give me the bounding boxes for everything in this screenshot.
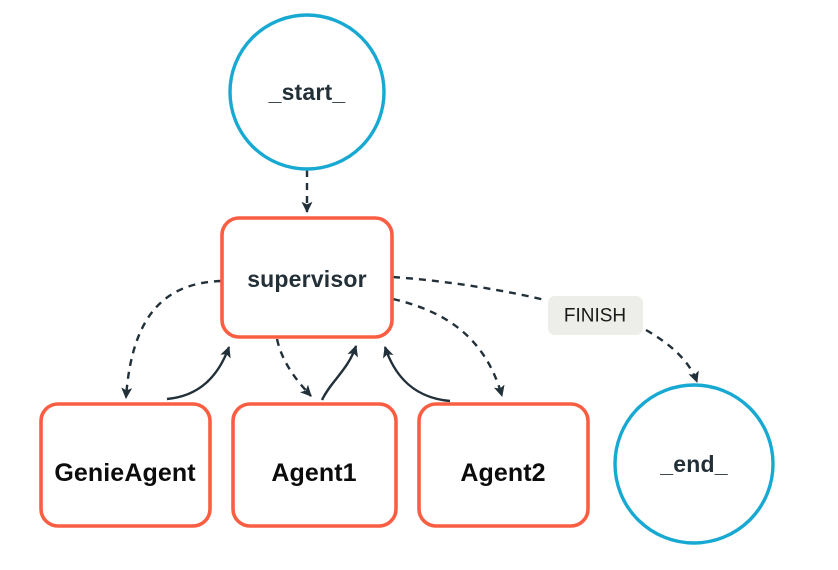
edge-finish-end [645,328,699,383]
node-start-shape[interactable] [228,13,386,171]
edge-labels-layer: FINISH [548,296,643,335]
node-supervisor-shape[interactable] [220,216,394,339]
node-agent1[interactable]: Agent1 [231,402,398,528]
node-end[interactable]: _end_ [613,383,775,545]
edge-agent1-supervisor [320,345,358,401]
node-agent2-label: Agent2 [460,459,545,487]
node-end-label: _end_ [659,451,727,477]
node-genieagent-shape[interactable] [39,402,212,528]
edge-label-finish-text: FINISH [564,306,626,327]
node-agent1-shape[interactable] [231,402,398,528]
node-genieagent-label: GenieAgent [54,459,196,487]
node-genieagent[interactable]: GenieAgent [39,402,212,528]
node-start-label: _start_ [268,79,346,105]
edge-supervisor-agent1 [275,338,312,397]
node-end-shape[interactable] [613,383,775,545]
edge-genieagent-supervisor [166,346,231,401]
edge-agent2-supervisor [383,346,451,403]
edge-label-finish-bg [548,296,643,335]
node-agent1-label: Agent1 [271,459,356,487]
edge-supervisor-agent2 [392,297,505,397]
node-supervisor-label: supervisor [247,266,367,292]
node-agent2-shape[interactable] [417,402,590,528]
node-start[interactable]: _start_ [228,13,386,171]
nodes-layer: _start_ supervisor GenieAgent Agent1 Age… [39,13,775,545]
edge-label-finish[interactable]: FINISH [548,296,643,335]
edges-layer [121,170,699,403]
node-agent2[interactable]: Agent2 [417,402,590,528]
edge-supervisor-finish [392,275,546,302]
edge-supervisor-genieagent [121,279,222,399]
node-supervisor[interactable]: supervisor [220,216,394,339]
